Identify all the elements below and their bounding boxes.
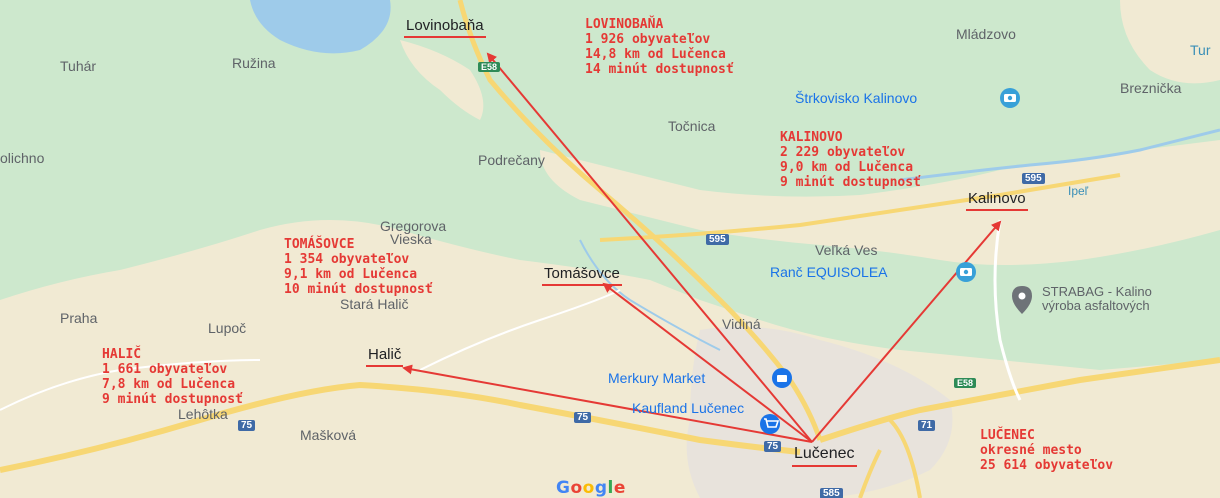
road-local-kalinovo (993, 219, 1022, 401)
info-lucenec-name: LUČENEC (980, 428, 1035, 443)
google-letter: o (570, 478, 583, 498)
road-shield-595-b: 595 (706, 234, 729, 245)
info-halic: HALIČ 1 661 obyvateľov 7,8 km od Lučenca… (102, 347, 243, 407)
arrow-to-tomasovce (602, 282, 813, 443)
label-mladzovo[interactable]: Mládzovo (956, 26, 1016, 42)
label-merkury[interactable]: Merkury Market (608, 370, 706, 386)
label-polichno[interactable]: olichno (0, 150, 45, 166)
info-tomasovce-pop: 1 354 obyvateľov (284, 252, 410, 267)
arrow-to-lovinobana (486, 52, 813, 443)
label-strkovisko[interactable]: Štrkovisko Kalinovo (795, 90, 918, 106)
info-kalinovo-name: KALINOVO (780, 130, 843, 145)
label-tocnica[interactable]: Točnica (668, 118, 716, 134)
label-kalinovo[interactable]: Kalinovo (966, 190, 1028, 211)
farmland-ne (1120, 0, 1220, 84)
urban-lucenec (686, 326, 953, 498)
info-lucenec-type: okresné mesto (980, 443, 1082, 458)
lake-ruzina (250, 0, 391, 54)
google-letter: l (607, 478, 614, 498)
road-shield-75-b: 75 (574, 412, 592, 423)
river-ipel (899, 128, 1220, 182)
kaufland-cart-icon[interactable] (760, 414, 780, 434)
strabag-pin-icon[interactable] (1012, 286, 1032, 314)
label-maskova[interactable]: Mašková (300, 427, 357, 443)
road-shield-75-c: 75 (764, 441, 782, 452)
ranc-camera-icon[interactable] (956, 262, 976, 282)
info-kalinovo-dist: 9,0 km od Lučenca (780, 160, 914, 175)
label-strabag-1[interactable]: STRABAG - Kalino (1042, 284, 1152, 299)
road-71 (888, 418, 922, 498)
label-breznicka[interactable]: Breznička (1120, 80, 1182, 96)
label-vidina[interactable]: Vidiná (722, 316, 761, 332)
info-lovinobana-time: 14 minút dostupnosť (585, 62, 734, 77)
road-75 (0, 381, 801, 473)
label-halic[interactable]: Halič (366, 346, 404, 367)
arrow-to-kalinovo (811, 220, 1002, 443)
road-shield-75-a: 75 (238, 420, 256, 431)
label-praha[interactable]: Praha (60, 310, 98, 326)
strkovisko-camera-icon[interactable] (1000, 88, 1020, 108)
info-lovinobana-pop: 1 926 obyvateľov (585, 32, 711, 47)
google-letter: g (594, 478, 608, 498)
info-halic-time: 9 minút dostupnosť (102, 392, 243, 407)
label-strabag-2[interactable]: výroba asfaltových (1042, 298, 1150, 313)
google-letter: G (556, 478, 571, 498)
road-595 (599, 173, 1121, 242)
farmland-lovinobana (400, 40, 484, 120)
info-lovinobana-dist: 14,8 km od Lučenca (585, 47, 726, 62)
info-tomasovce-name: TOMÁŠOVCE (284, 237, 355, 252)
info-tomasovce: TOMÁŠOVCE 1 354 obyvateľov 9,1 km od Luč… (284, 237, 433, 297)
info-tomasovce-time: 10 minút dostupnosť (284, 282, 433, 297)
info-lucenec-pop: 25 614 obyvateľov (980, 458, 1114, 473)
merkury-shop-icon[interactable] (772, 368, 792, 388)
road-local-tomasovce (419, 289, 621, 371)
google-logo: Google (556, 478, 626, 498)
label-tomasovce[interactable]: Tomášovce (542, 265, 622, 286)
info-kalinovo-time: 9 minút dostupnosť (780, 175, 921, 190)
label-lehotka[interactable]: Lehôtka (178, 406, 228, 422)
label-ipel: Ipeľ (1068, 184, 1089, 198)
info-tomasovce-dist: 9,1 km od Lučenca (284, 267, 418, 282)
road-shield-e58-top: E58 (478, 62, 501, 72)
label-lucenec[interactable]: Lučenec (792, 445, 857, 467)
road-shield-e58-right: E58 (954, 378, 977, 388)
label-vieska[interactable]: Vieska (390, 231, 432, 247)
label-podrecany[interactable]: Podrečany (478, 152, 545, 168)
label-ruzina[interactable]: Ružina (232, 55, 276, 71)
info-lovinobana: LOVINOBAŇA 1 926 obyvateľov 14,8 km od L… (585, 17, 734, 77)
label-stara-halic[interactable]: Stará Halič (340, 296, 409, 312)
label-lupoc[interactable]: Lupoč (208, 320, 247, 336)
label-lovinobana[interactable]: Lovinobaňa (404, 17, 486, 38)
road-585 (858, 449, 882, 498)
road-e58-east (819, 357, 1220, 443)
google-letter: e (613, 478, 626, 498)
info-kalinovo-pop: 2 229 obyvateľov (780, 145, 906, 160)
label-tuhar[interactable]: Tuhár (60, 58, 97, 74)
label-ranc[interactable]: Ranč EQUISOLEA (770, 264, 888, 280)
info-halic-name: HALIČ (102, 347, 142, 362)
road-local-west (0, 359, 261, 411)
road-shield-585: 585 (820, 488, 843, 498)
arrow-to-halic (402, 364, 813, 443)
info-halic-pop: 1 661 obyvateľov (102, 362, 228, 377)
info-lucenec: LUČENEC okresné mesto 25 614 obyvateľov (980, 428, 1113, 473)
stream (579, 239, 721, 351)
label-velka-ves[interactable]: Veľká Ves (815, 242, 878, 258)
info-lovinobana-name: LOVINOBAŇA (585, 17, 664, 32)
info-halic-dist: 7,8 km od Lučenca (102, 377, 236, 392)
google-letter: o (582, 478, 595, 498)
label-kaufland[interactable]: Kaufland Lučenec (632, 400, 745, 416)
road-shield-71: 71 (918, 420, 936, 431)
farmland-north (540, 140, 1220, 265)
label-gregorova[interactable]: Gregorova (380, 218, 447, 234)
info-kalinovo: KALINOVO 2 229 obyvateľov 9,0 km od Luče… (780, 130, 921, 190)
label-tur[interactable]: Tur (1190, 42, 1211, 58)
road-shield-595-a: 595 (1022, 173, 1045, 184)
